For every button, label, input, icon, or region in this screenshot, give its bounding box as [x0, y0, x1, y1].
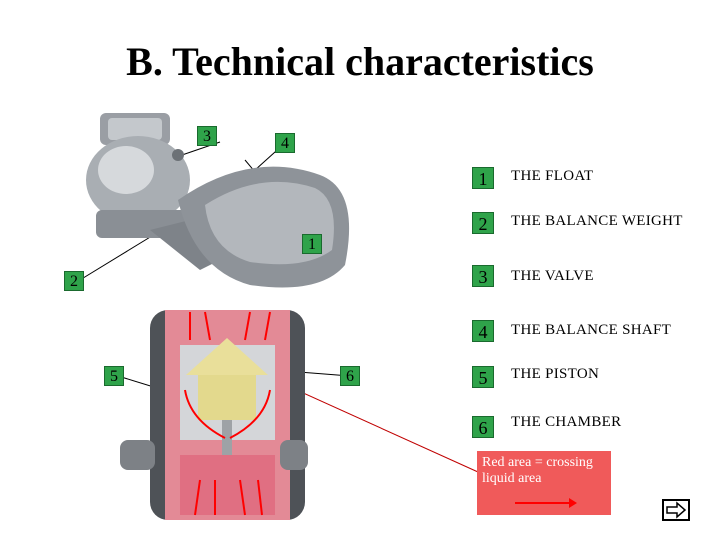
- valve-cross-section: [120, 310, 308, 520]
- callout-4: 4: [275, 133, 295, 153]
- float-valve-assembly: [86, 113, 350, 288]
- legend-badge: 5: [472, 366, 494, 388]
- page-title: B. Technical characteristics: [126, 39, 594, 84]
- legend-badge: 3: [472, 265, 494, 287]
- legend-badge: 1: [472, 167, 494, 189]
- legend-label: THE CHAMBER: [511, 414, 622, 430]
- right-arrow-icon: [666, 501, 687, 519]
- flow-arrows: [184, 311, 271, 516]
- crossing-liquid-note: Red area = crossing liquid area: [477, 451, 611, 515]
- legend-label: THE PISTON: [511, 366, 600, 382]
- legend-label: THE BALANCE WEIGHT: [511, 213, 683, 229]
- legend-label: THE FLOAT: [511, 168, 594, 184]
- callout-1: 1: [302, 234, 322, 254]
- callout-2: 2: [64, 271, 84, 291]
- callout-5: 5: [104, 366, 124, 386]
- callout-6: 6: [340, 366, 360, 386]
- legend-label: THE VALVE: [511, 268, 594, 284]
- note-arrow-icon: [515, 498, 577, 508]
- callout-3: 3: [197, 126, 217, 146]
- legend-label: THE BALANCE SHAFT: [511, 322, 672, 338]
- next-slide-button[interactable]: [662, 499, 690, 521]
- legend-badge: 2: [472, 212, 494, 234]
- legend-badge: 4: [472, 320, 494, 342]
- legend-badge: 6: [472, 416, 494, 438]
